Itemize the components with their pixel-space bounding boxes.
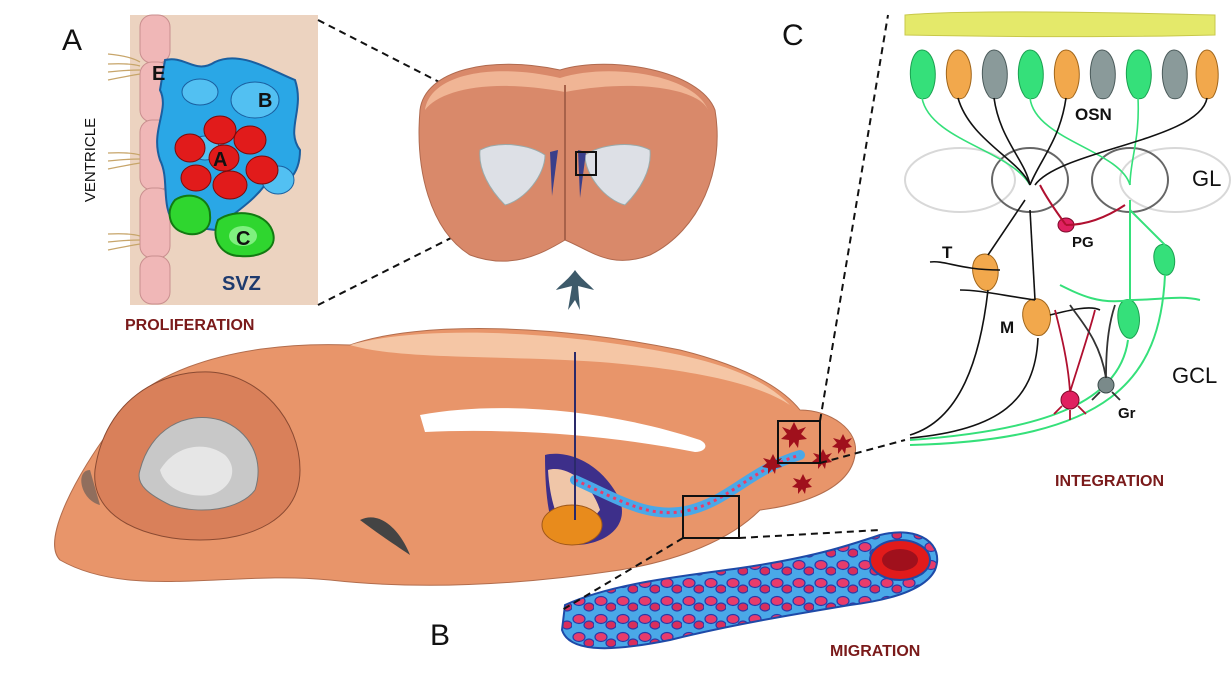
green-neurons <box>910 200 1200 445</box>
coronal-brain-section <box>419 64 717 261</box>
proliferation-label: PROLIFERATION <box>125 317 254 334</box>
cell-label-a: A <box>213 149 227 171</box>
migration-label: MIGRATION <box>830 643 920 660</box>
panel-a-letter: A <box>62 24 82 57</box>
cell-label-c: C <box>236 228 250 250</box>
t-label: T <box>942 243 953 262</box>
granule-neurons <box>1054 305 1120 420</box>
osn-label: OSN <box>1075 105 1112 124</box>
panel-c-connectors <box>820 15 905 463</box>
panel-c-letter: C <box>782 19 804 52</box>
gr-label: Gr <box>1118 405 1136 422</box>
ventricle-label: VENTRICLE <box>82 118 99 202</box>
cell-label-e: E <box>152 63 165 85</box>
panel-c-olfactory-circuit: OSN GL PG T M GCL Gr INTEGRATION <box>905 12 1230 490</box>
panel-b-letter: B <box>430 619 450 652</box>
gl-label: GL <box>1192 166 1221 191</box>
panel-a-svz-inset: E B A C SVZ VENTRICLE PROLIFERATION <box>82 15 318 334</box>
gcl-label: GCL <box>1172 363 1217 388</box>
m-label: M <box>1000 318 1014 337</box>
down-arrow-icon <box>556 270 594 310</box>
osn-axons <box>922 98 1207 185</box>
pg-label: PG <box>1072 234 1094 251</box>
cell-label-b: B <box>258 90 272 112</box>
svz-label: SVZ <box>222 273 261 295</box>
osn-neurons <box>910 50 1218 99</box>
sagittal-brain <box>55 329 856 586</box>
integration-label: INTEGRATION <box>1055 473 1164 490</box>
